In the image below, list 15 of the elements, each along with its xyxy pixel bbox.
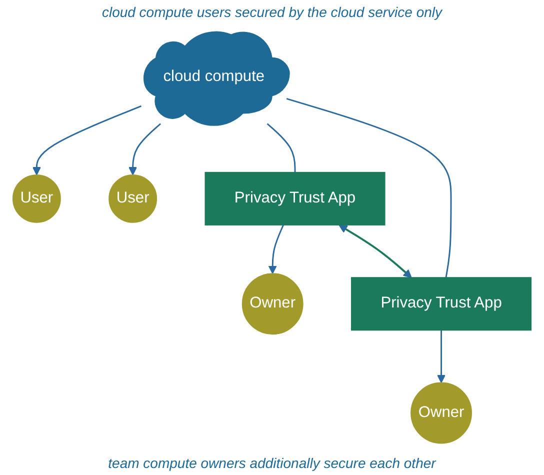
arrow [268,224,284,274]
arrow [32,105,142,176]
node-box: Privacy Trust App [204,172,386,226]
annotation-text: team compute owners additionally secure each other [108,455,436,471]
arrow [128,123,162,176]
node-circle: Owner [242,273,304,335]
node-circle: Owner [410,382,472,444]
node-box: Privacy Trust App [351,277,532,331]
arrow [338,224,412,278]
node-circle: User [108,174,158,223]
annotation-text: cloud compute users secured by the cloud service only [102,4,442,20]
connector [286,98,452,278]
arrow [437,330,446,384]
connector [266,123,296,172]
node-circle: User [12,174,61,223]
